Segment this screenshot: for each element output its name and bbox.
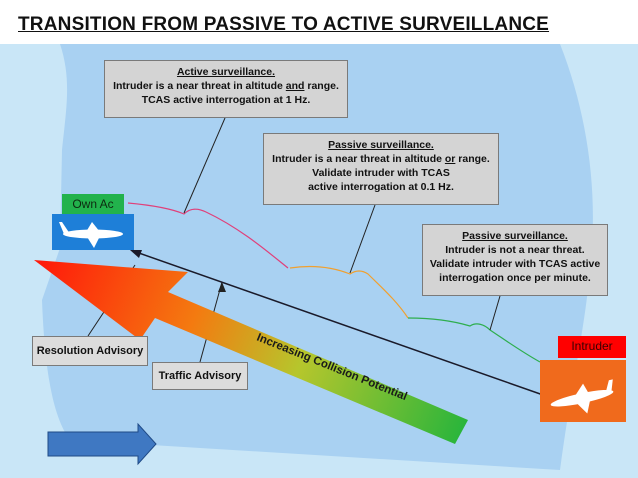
pointer-active bbox=[183, 117, 226, 214]
callout-line: active interrogation at 0.1 Hz. bbox=[308, 181, 454, 193]
callout-line: TCAS active interrogation at 1 Hz. bbox=[141, 94, 311, 106]
pointer-traffic-arrowhead bbox=[218, 282, 226, 292]
callout-heading: Passive surveillance. bbox=[462, 230, 568, 242]
next-arrow-icon[interactable] bbox=[47, 422, 157, 466]
callout-line: Validate intruder with TCAS bbox=[312, 167, 450, 179]
page-title: TRANSITION FROM PASSIVE TO ACTIVE SURVEI… bbox=[18, 14, 550, 35]
brace-passive-near bbox=[289, 265, 409, 319]
title-band bbox=[0, 0, 638, 44]
pointer-passive-far bbox=[489, 295, 501, 331]
collision-potential-arrow bbox=[34, 260, 468, 444]
callout-line: Intruder is a near threat in altitude or… bbox=[264, 152, 498, 166]
own-ac-airplane-icon bbox=[59, 222, 123, 248]
callout-text: Intruder is a near threat in altitude bbox=[272, 153, 445, 165]
intruder-airplane-icon bbox=[550, 379, 614, 414]
callout-emphasis: or bbox=[444, 153, 456, 165]
callout-line: Intruder is a near threat in altitude an… bbox=[105, 79, 347, 93]
intruder-label: Intruder bbox=[558, 336, 626, 358]
callout-passive-surveillance-near: Passive surveillance. Intruder is a near… bbox=[263, 133, 499, 205]
callout-heading: Active surveillance. bbox=[176, 66, 276, 78]
callout-passive-surveillance-far: Passive surveillance. Intruder is not a … bbox=[422, 224, 608, 296]
intruder-track-line bbox=[135, 251, 547, 397]
callout-line: interrogation once per minute. bbox=[439, 272, 591, 284]
callout-line: Intruder is not a near threat. bbox=[445, 244, 585, 256]
callout-active-surveillance: Active surveillance. Intruder is a near … bbox=[104, 60, 348, 118]
callout-line: Validate intruder with TCAS active bbox=[429, 258, 601, 270]
brace-passive-far bbox=[407, 317, 541, 363]
own-ac-label: Own Ac bbox=[62, 194, 124, 214]
brace-active bbox=[127, 202, 289, 269]
callout-text: Intruder is a near threat in altitude bbox=[113, 80, 286, 92]
resolution-advisory-label: Resolution Advisory bbox=[32, 336, 148, 366]
traffic-advisory-label: Traffic Advisory bbox=[152, 362, 248, 390]
callout-heading: Passive surveillance. bbox=[328, 139, 434, 151]
callout-emphasis: and bbox=[285, 80, 305, 92]
pointer-passive-near bbox=[349, 204, 376, 274]
callout-text: range. bbox=[304, 80, 339, 92]
track-arrowhead bbox=[130, 250, 142, 258]
callout-text: range. bbox=[455, 153, 490, 165]
